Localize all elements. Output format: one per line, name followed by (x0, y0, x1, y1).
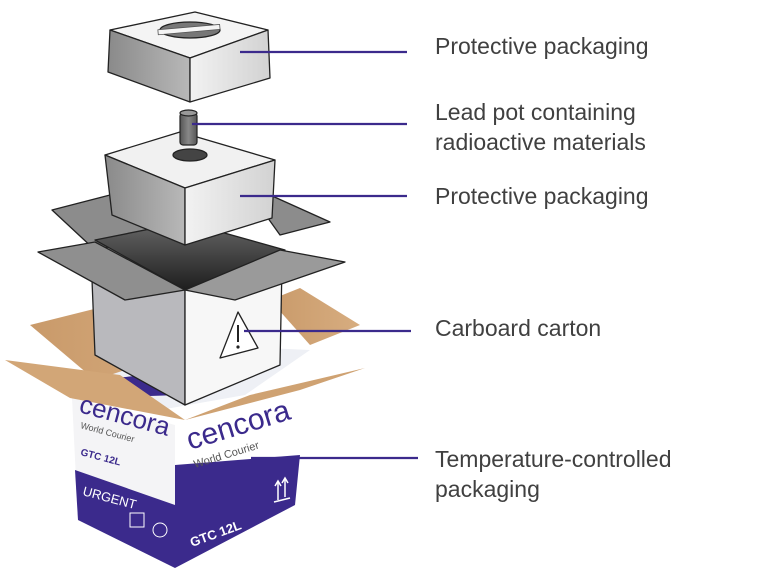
box-flap-back-right (270, 288, 360, 345)
label-line: Carboard carton (435, 315, 602, 341)
cardboard-carton (37, 194, 346, 406)
top-protective-packaging (107, 11, 271, 103)
bottom-protective-packaging (104, 131, 276, 246)
box-face-right-band (175, 455, 300, 568)
pot-well (172, 148, 208, 162)
top-lid-right (189, 29, 271, 103)
label-line: radioactive materials (435, 129, 646, 155)
this-way-up-arrows-icon (273, 476, 291, 503)
label-line: Protective packaging (435, 183, 649, 209)
label-line: Lead pot containing (435, 99, 636, 125)
carton-flap-front-right (184, 249, 346, 301)
certification-icon (129, 512, 168, 538)
leader-lines (192, 50, 418, 460)
label-line: Protective packaging (435, 33, 649, 59)
box-face-left-band (75, 470, 175, 568)
label-top-protective-packaging: Protective packaging (435, 31, 649, 61)
box-flap-front-right (185, 368, 365, 420)
bottom-foam-right (184, 159, 276, 246)
lid-handle-icon (157, 21, 221, 39)
lead-pot (179, 109, 198, 146)
label-line: packaging (435, 476, 540, 502)
label-lead-pot: Lead pot containing radioactive material… (435, 97, 646, 157)
label-bottom-protective-packaging: Protective packaging (435, 181, 649, 211)
label-temperature-controlled-packaging: Temperature-controlled packaging (435, 444, 672, 504)
label-cardboard-carton: Carboard carton (435, 313, 601, 343)
box-flap-front-left (5, 360, 185, 420)
label-line: Temperature-controlled (435, 446, 672, 472)
